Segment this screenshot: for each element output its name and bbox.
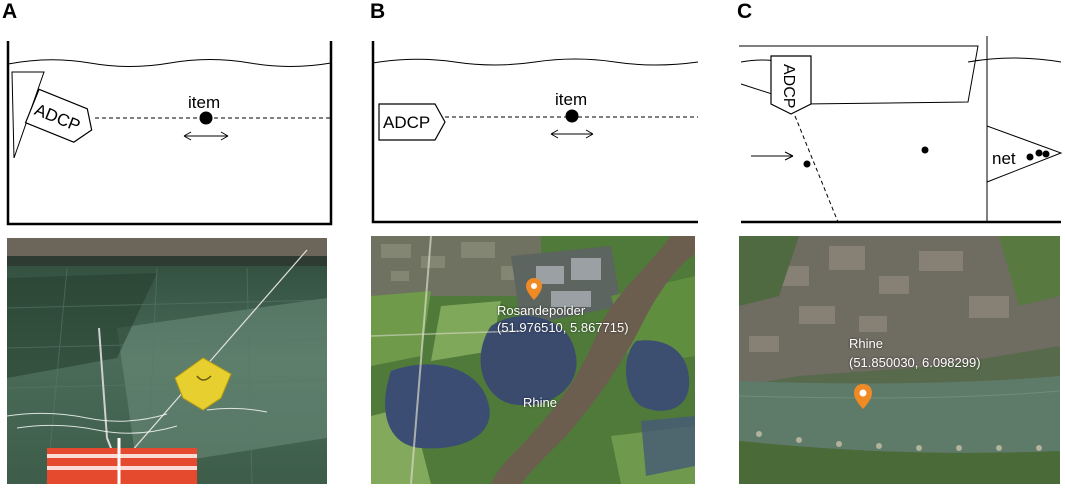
rhine-river	[491, 236, 695, 484]
site-coords-label: (51.976510, 5.867715)	[497, 320, 629, 335]
adcp-device	[770, 55, 812, 115]
river-label: Rhine	[523, 395, 557, 410]
item-dot	[565, 109, 579, 123]
water-surface	[372, 58, 699, 66]
river-label: Rhine	[849, 336, 883, 351]
site-name-label: Rosandepolder	[497, 303, 586, 318]
item-label: item	[555, 90, 587, 109]
site-coords-label: (51.850030, 6.098299)	[849, 355, 981, 370]
net-dot	[1042, 150, 1050, 158]
net-dot	[1026, 153, 1034, 161]
panel-letter-b: B	[370, 0, 386, 23]
double-arrow-icon	[183, 131, 229, 141]
rhine-river	[739, 376, 1060, 453]
panel-c-schematic: ADCP net	[739, 36, 1063, 224]
particle-dot	[803, 160, 811, 168]
channel-outline	[371, 41, 698, 224]
panel-letter-a: A	[2, 0, 18, 23]
adcp-label: ADCP	[780, 64, 797, 108]
east-lake	[625, 340, 690, 411]
tank-outline	[6, 41, 333, 226]
particle-dot	[921, 146, 929, 154]
panel-letter-c: C	[737, 0, 753, 23]
panel-c-map: Rhine (51.850030, 6.098299)	[739, 236, 1060, 484]
water-surface	[7, 59, 332, 67]
net-dot	[1035, 149, 1043, 157]
location-pin-icon	[526, 278, 542, 300]
net-outline	[986, 125, 1063, 183]
adcp-device	[24, 88, 93, 143]
flow-arrow-icon	[751, 151, 794, 161]
beam-line	[794, 115, 839, 223]
panel-a-schematic: ADCP item	[6, 41, 333, 226]
panel-b-schematic: ADCP item	[371, 41, 699, 224]
location-pin-icon	[854, 384, 872, 409]
yellow-item	[174, 357, 232, 411]
rosandepolder-lake	[480, 316, 577, 406]
adcp-device	[378, 103, 446, 141]
panel-b-map: Rosandepolder (51.976510, 5.867715) Rhin…	[371, 236, 695, 484]
south-lake	[385, 364, 490, 449]
adcp-label: ADCP	[383, 113, 430, 132]
panel-a-photo	[7, 238, 327, 484]
item-dot	[199, 111, 213, 125]
double-arrow-icon	[550, 129, 594, 139]
net-label: net	[992, 149, 1016, 168]
item-label: item	[188, 93, 220, 112]
